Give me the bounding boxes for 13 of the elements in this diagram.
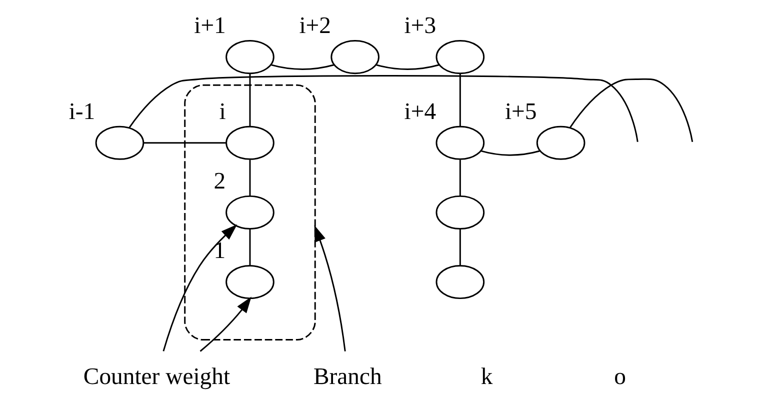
node-label: i+1 (194, 13, 226, 40)
node-label: 1 (214, 238, 226, 264)
node-text: Counter weight (83, 364, 230, 390)
node-label: i+3 (404, 13, 436, 40)
label: o (614, 364, 626, 390)
node-label: i (219, 98, 226, 125)
label: k (480, 364, 493, 390)
node-label: i-1 (68, 98, 96, 125)
node-label: 2 (214, 168, 226, 194)
node-text: Branch (313, 364, 382, 390)
node-label: i+5 (504, 98, 537, 125)
node-label: i+2 (299, 13, 331, 40)
node-label: i+4 (404, 98, 436, 125)
